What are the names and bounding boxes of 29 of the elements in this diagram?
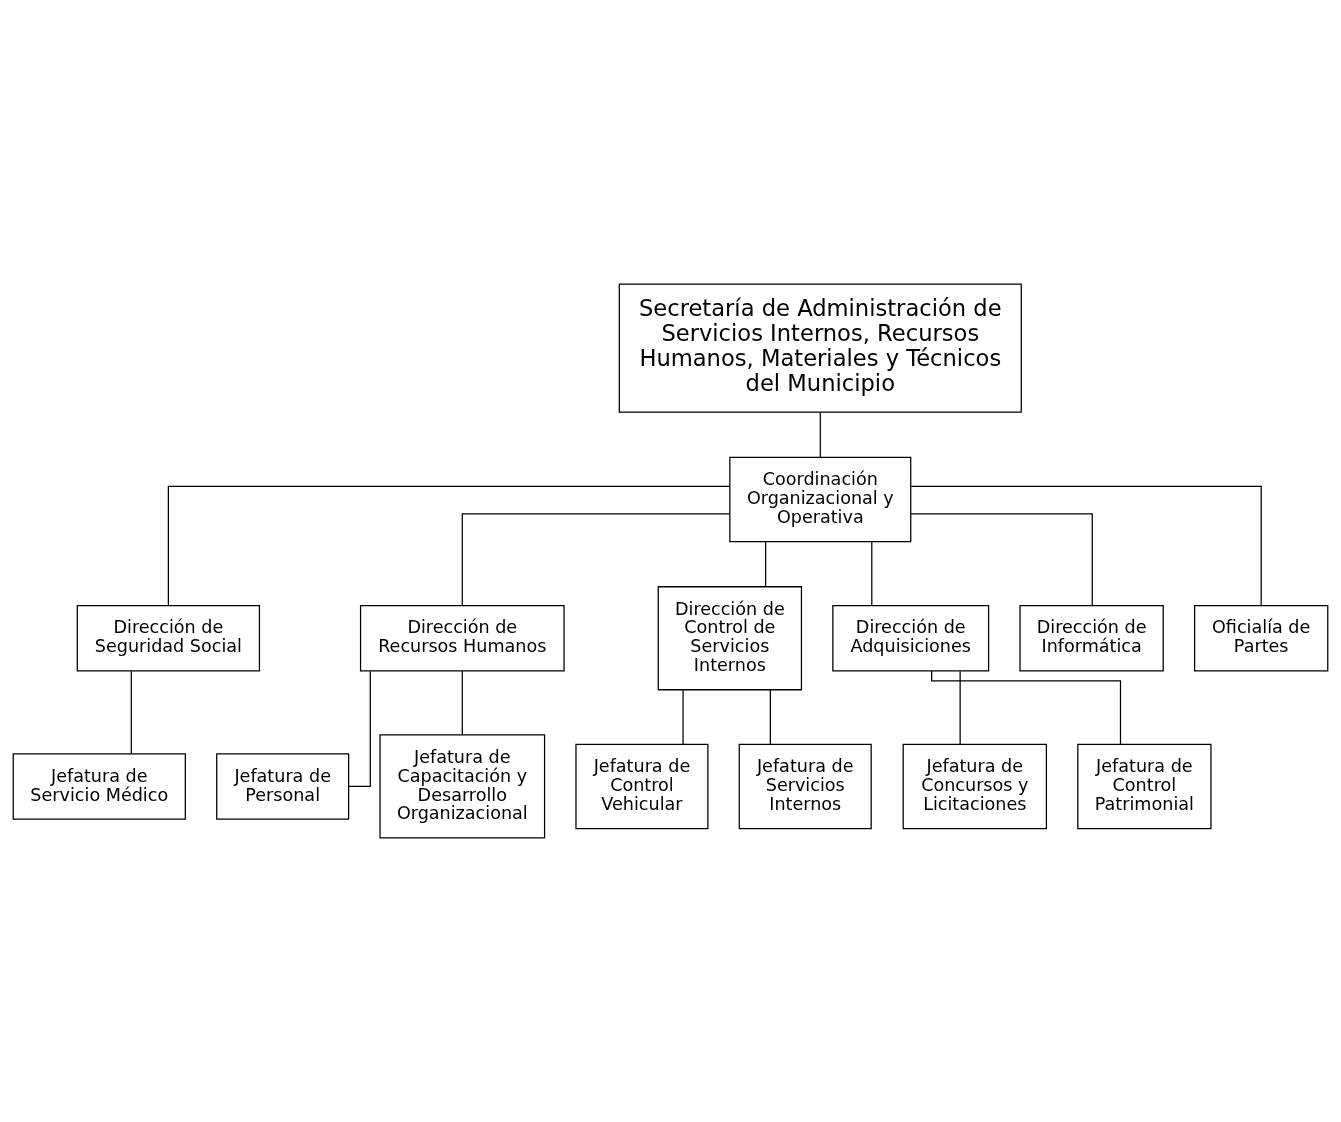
connector [167, 485, 731, 606]
node-box: Jefatura de Control Patrimonial [1077, 743, 1212, 830]
connector [910, 513, 1093, 607]
node-box: Jefatura de Capacitación y Desarrollo Organizacional [379, 734, 546, 839]
node-box: Coordinación Organizacional y Operativa [729, 456, 912, 543]
node-box: Oficialía de Partes [1194, 604, 1329, 672]
node-box: Jefatura de Servicios Internos [738, 743, 872, 830]
connector [461, 513, 731, 607]
connector [130, 670, 132, 755]
connector [461, 670, 463, 736]
connector [765, 541, 767, 587]
connector [682, 689, 684, 745]
node-box: Jefatura de Personal [216, 753, 350, 820]
node-box: Jefatura de Control Vehicular [575, 743, 709, 830]
node-box: Dirección de Recursos Humanos [359, 604, 565, 672]
connector [769, 689, 771, 745]
connector [819, 411, 821, 458]
node-box: Jefatura de Concursos y Licitaciones [902, 743, 1048, 830]
connector [931, 670, 1122, 745]
node-box: Dirección de Control de Servicios Internos [657, 586, 803, 691]
node-box: Jefatura de Servicio Médico [12, 753, 186, 820]
connector [871, 541, 873, 606]
node-box: Secretaría de Administración de Servicios Internos, Recursos Humanos, Materiales y Técnicos del Municipio [618, 283, 1022, 413]
connector [348, 670, 371, 788]
connector [959, 670, 961, 745]
node-box: Dirección de Adquisiciones [832, 604, 990, 672]
node-box: Dirección de Seguridad Social [76, 604, 261, 672]
node-box: Dirección de Informática [1019, 604, 1164, 672]
connector [910, 485, 1262, 606]
